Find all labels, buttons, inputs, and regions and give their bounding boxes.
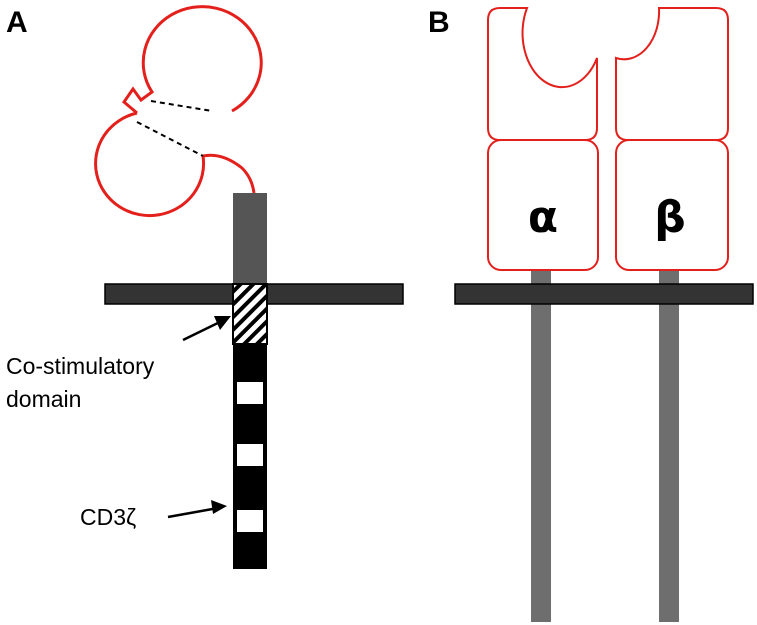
cd3z-arrow (167, 506, 219, 519)
panel-a-letter: A (6, 6, 28, 39)
cd3z-arrowhead (211, 500, 227, 514)
costimulatory-domain (232, 283, 268, 345)
beta-transmembrane-stalk (659, 268, 679, 622)
alpha-label: α (528, 192, 558, 243)
panel-b: B α β (428, 6, 754, 622)
itam-motif (237, 510, 263, 532)
beta-variable-domain (615, 7, 729, 141)
beta-label: β (654, 192, 686, 243)
alpha-constant-domain (487, 139, 599, 271)
panel-a: A Co-stimulatory domain CD3ζ (6, 5, 404, 569)
alpha-variable-domain (487, 7, 598, 141)
costimulatory-label-line1: Co-stimulatory (6, 353, 155, 379)
costimulatory-label-line2: domain (6, 386, 81, 412)
itam-motif (237, 444, 263, 466)
disulfide-linker-top (150, 100, 213, 112)
scfv-light-chain-loop (94, 111, 256, 218)
scfv-heavy-chain-loop (121, 5, 263, 115)
cd3z-label: CD3ζ (80, 504, 136, 530)
cell-membrane-b (454, 283, 754, 305)
costimulatory-label: Co-stimulatory domain (6, 353, 161, 412)
alpha-transmembrane-stalk (531, 268, 551, 622)
itam-motif (237, 382, 263, 404)
panel-b-letter: B (428, 6, 450, 39)
disulfide-linker-bottom (136, 121, 204, 157)
transmembrane-hinge (233, 193, 267, 285)
costimulatory-arrowhead (214, 316, 231, 330)
beta-constant-domain (615, 139, 729, 271)
